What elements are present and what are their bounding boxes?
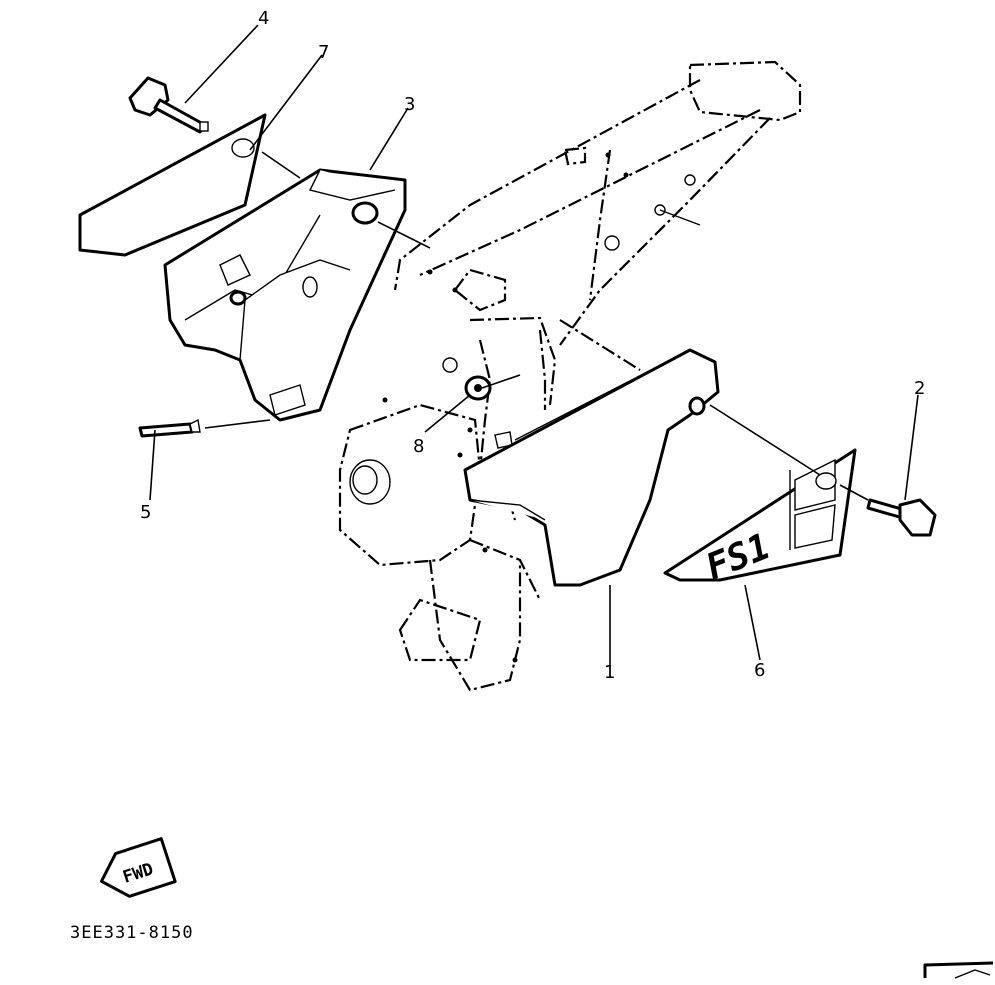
callout-4: 4 [258,8,269,29]
frame-phantom [338,60,802,692]
right-emblem-decal: FS1 [663,448,857,589]
callout-7: 7 [318,42,329,63]
forward-arrow: FWD [99,837,177,898]
callout-3: 3 [404,94,415,115]
callout-2: 2 [914,378,925,399]
leader-lines [149,24,919,665]
callout-5: 5 [140,502,151,523]
grommet [464,375,492,401]
left-side-cover [163,168,407,422]
callout-labels: 4 7 3 5 8 1 6 2 [140,8,925,683]
left-emblem-decal [78,113,267,257]
callout-1: 1 [604,662,615,683]
part-code: 3EE331-8150 [70,923,194,943]
right-side-cover [463,348,720,587]
callout-8: 8 [413,436,424,457]
left-knob-screw [128,76,209,134]
right-knob-screw [866,498,937,537]
left-bolt [138,418,201,438]
callout-6: 6 [754,660,765,681]
corner-fragment [923,961,994,979]
